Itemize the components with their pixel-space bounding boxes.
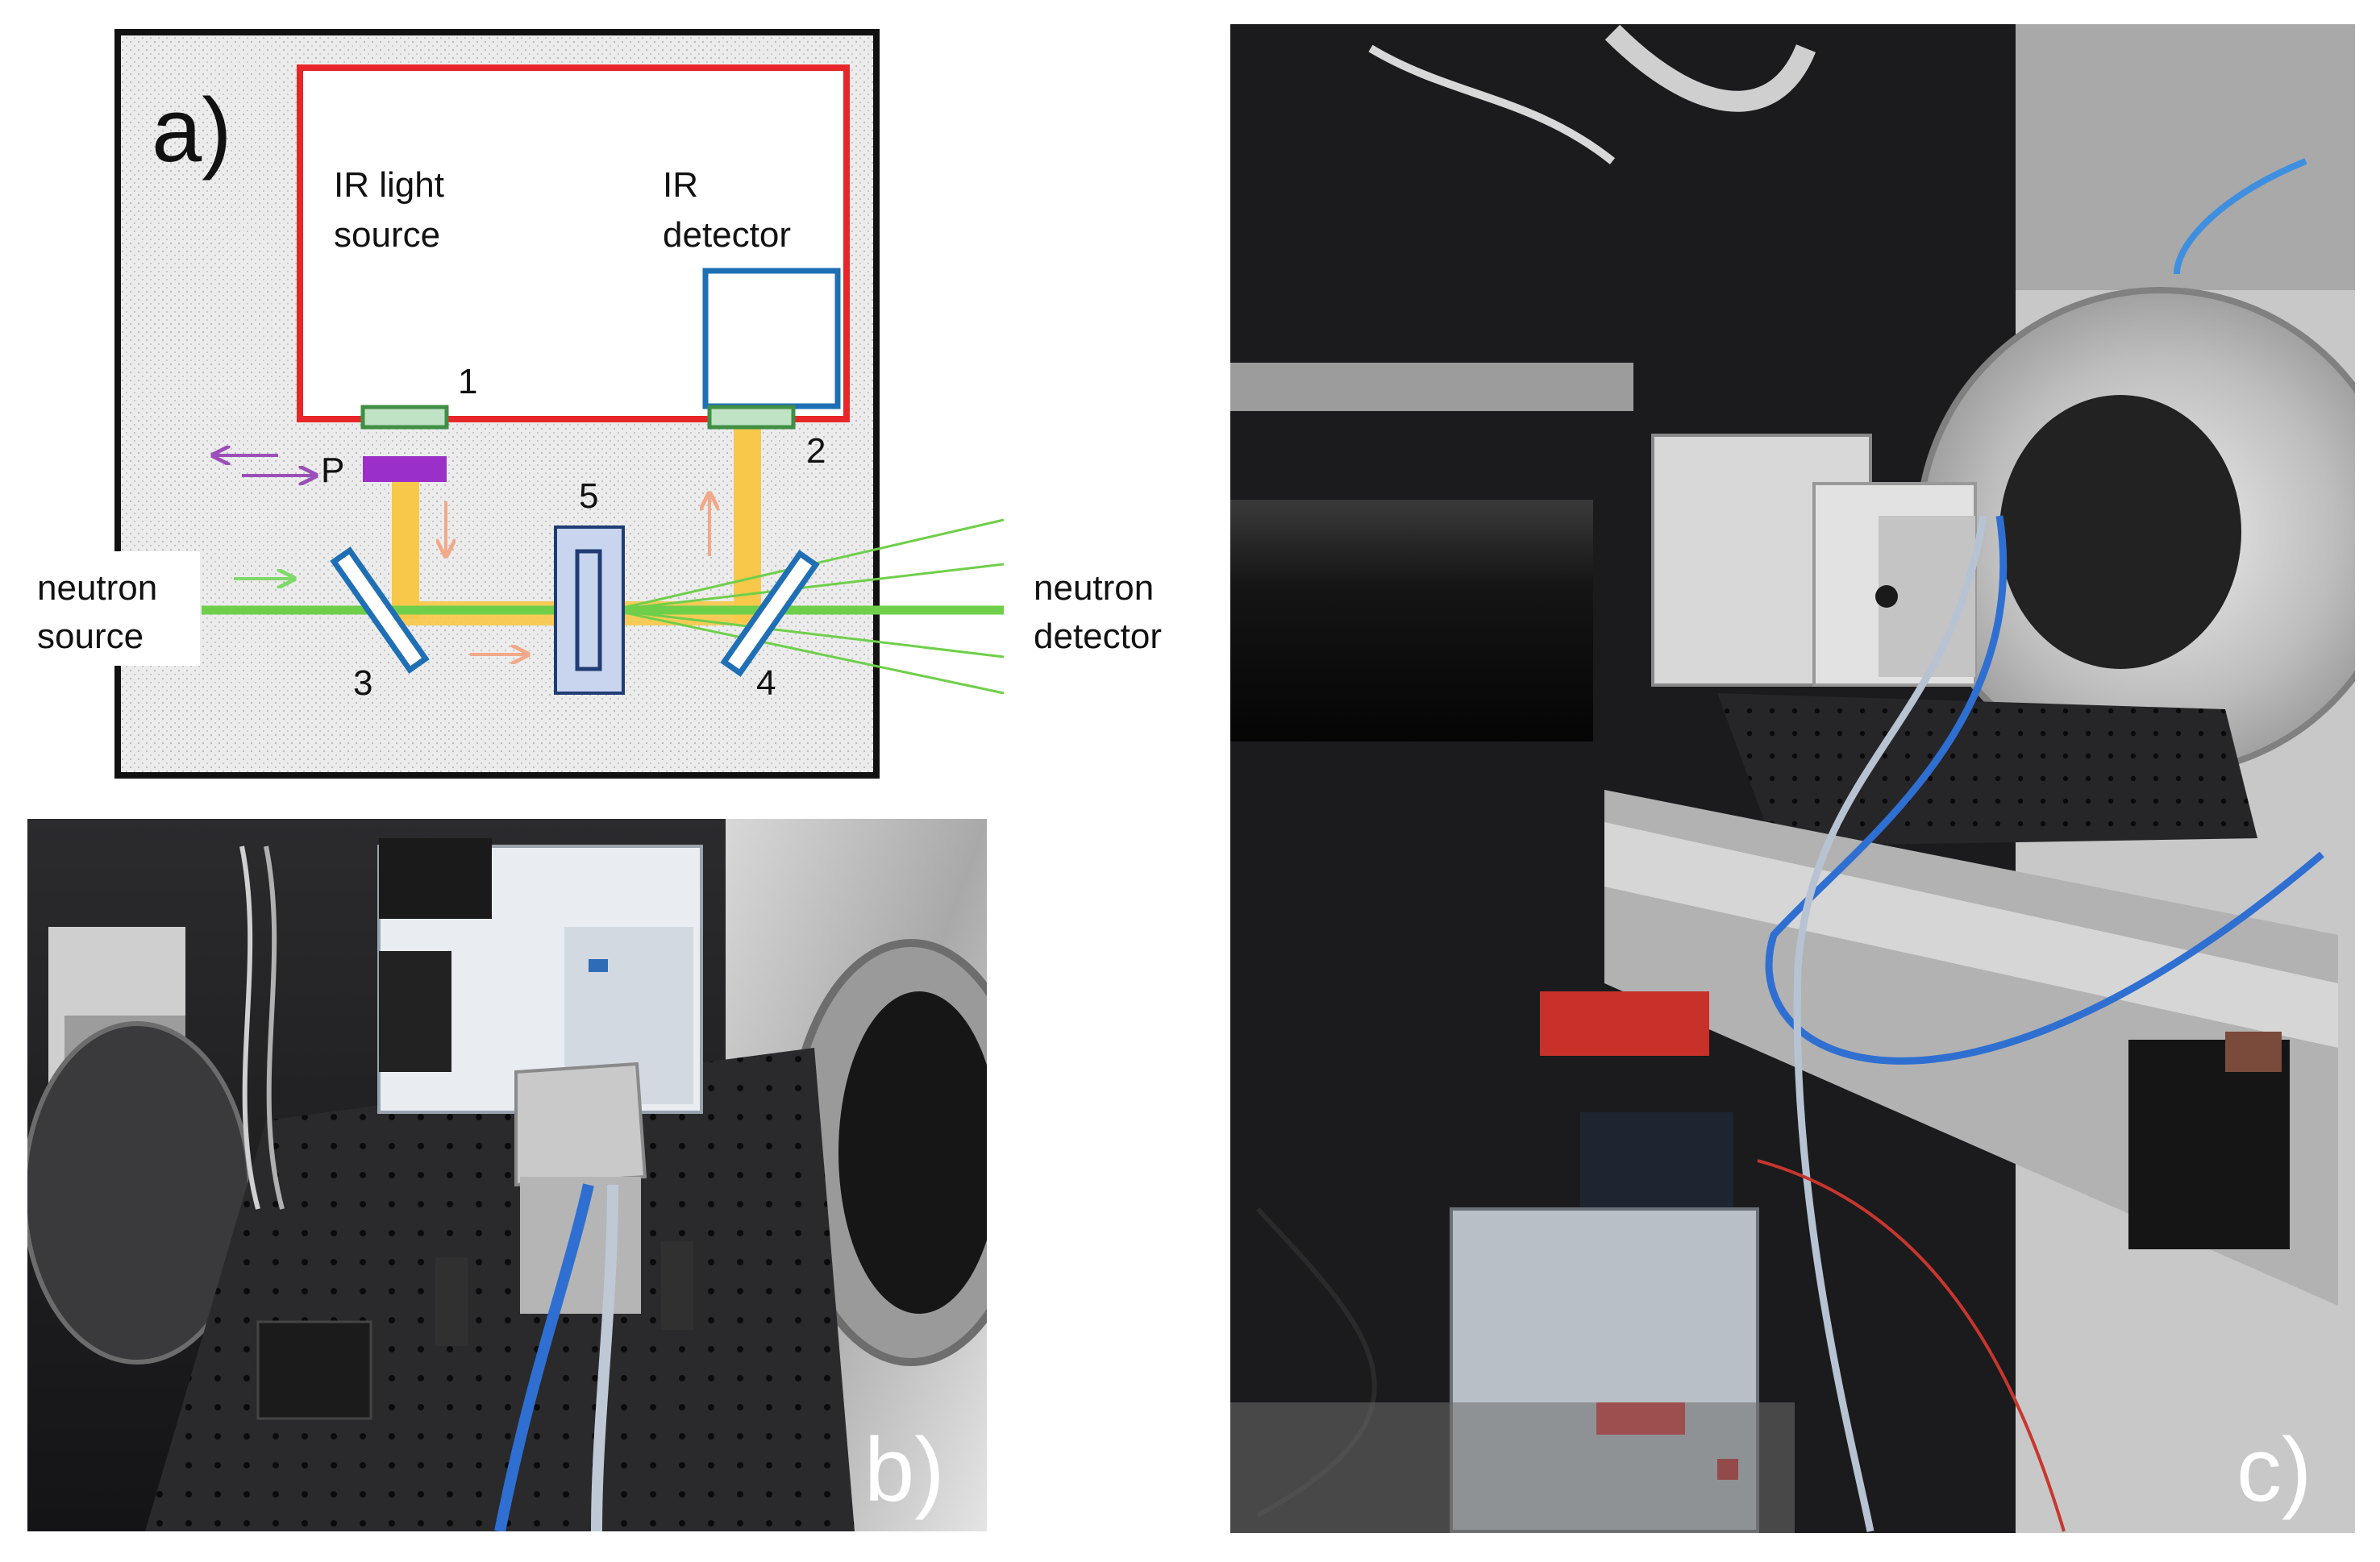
neutron-source-label-bg xyxy=(24,551,200,666)
polarizer xyxy=(363,456,447,482)
mirror-4 xyxy=(720,550,820,677)
neutron-detector-label-line1: neutron xyxy=(1034,568,1154,608)
ir-source-label-line1: IR light xyxy=(334,165,444,205)
window-2 xyxy=(707,405,796,430)
panel-b-photo: b) xyxy=(27,819,987,1531)
component-2-label: 2 xyxy=(806,431,826,471)
panel-c-letter: c) xyxy=(2236,1419,2311,1520)
mirror-3 xyxy=(330,546,430,674)
red-electronics-module xyxy=(1540,991,1637,1056)
neutron-detector-label-line2: detector xyxy=(1034,617,1162,656)
ir-source-label-line2: source xyxy=(334,215,440,255)
component-5-label: 5 xyxy=(579,476,598,516)
ir-beam-up-left xyxy=(392,458,419,619)
panel-a-schematic: a) IR light source IR detector P 1 2 3 4… xyxy=(24,29,1162,779)
ir-detector-label-line1: IR xyxy=(663,165,698,205)
neutron-source-label-line1: neutron xyxy=(37,568,157,608)
window-1 xyxy=(360,405,449,430)
panel-c-photo: c) xyxy=(1230,24,2355,1533)
ir-detector-label-line2: detector xyxy=(663,215,791,255)
fiber-cable-blue xyxy=(1765,515,2324,1065)
ir-beam-up-right xyxy=(734,429,761,622)
fiber-cable-1 xyxy=(494,1183,594,1531)
sample xyxy=(575,549,602,671)
neutron-source-label-line2: source xyxy=(37,617,144,656)
sample-plate xyxy=(514,1061,647,1187)
optical-table xyxy=(1717,693,2257,846)
ir-detector-box xyxy=(702,268,841,409)
component-4-label: 4 xyxy=(756,663,776,703)
component-1-label: 1 xyxy=(458,362,477,401)
panel-b-letter: b) xyxy=(864,1419,945,1520)
polarizer-label: P xyxy=(321,451,344,490)
component-3-label: 3 xyxy=(353,663,372,703)
panel-a-letter: a) xyxy=(152,80,232,181)
neutron-guide xyxy=(1230,500,1593,742)
fiber-cable-2 xyxy=(591,1184,618,1531)
